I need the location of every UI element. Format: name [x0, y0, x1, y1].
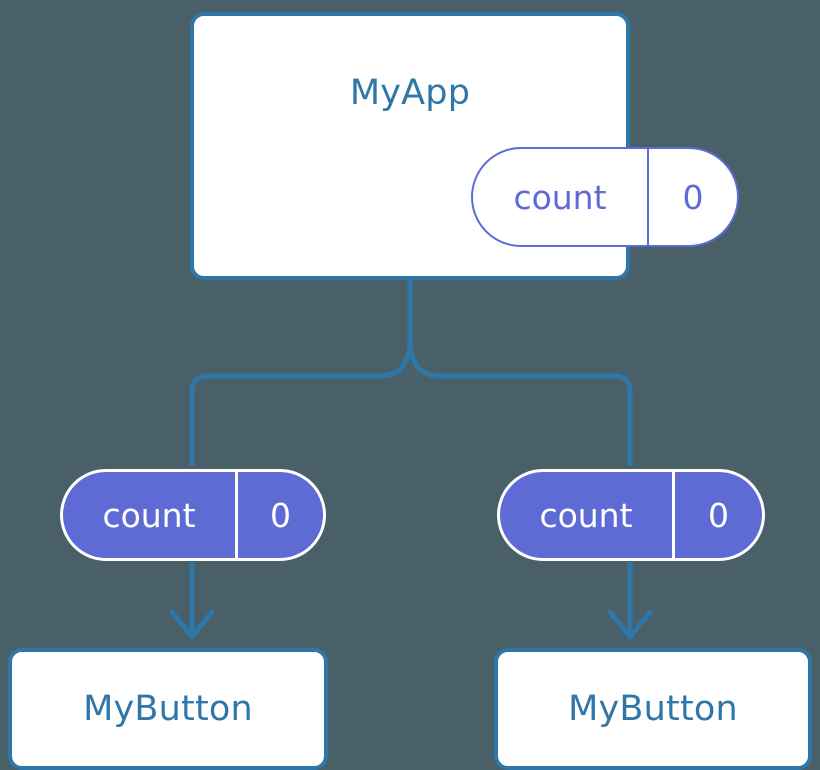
- arrow-right-head-icon: [607, 609, 653, 640]
- component-title-myapp: MyApp: [349, 73, 471, 113]
- state-pill-value: 0: [647, 149, 737, 245]
- props-pill-value: 0: [235, 472, 323, 558]
- component-box-mybutton-right[interactable]: MyButton: [494, 648, 812, 770]
- props-pill-key: count: [539, 495, 633, 535]
- component-title-mybutton: MyButton: [83, 688, 253, 729]
- props-pill-right-count[interactable]: count 0: [497, 469, 765, 561]
- component-title-mybutton: MyButton: [568, 688, 738, 729]
- component-box-mybutton-left[interactable]: MyButton: [8, 648, 328, 770]
- state-pill-key: count: [513, 177, 607, 217]
- props-pill-value: 0: [672, 472, 762, 558]
- connector-branch-right: [407, 346, 633, 466]
- props-pill-key: count: [102, 495, 196, 535]
- connector-branch-left: [189, 346, 413, 466]
- props-pill-left-count[interactable]: count 0: [60, 469, 326, 561]
- state-pill-myapp-count[interactable]: count 0: [471, 147, 739, 247]
- component-box-myapp[interactable]: MyApp count 0: [190, 12, 739, 280]
- arrow-left-head-icon: [169, 609, 215, 640]
